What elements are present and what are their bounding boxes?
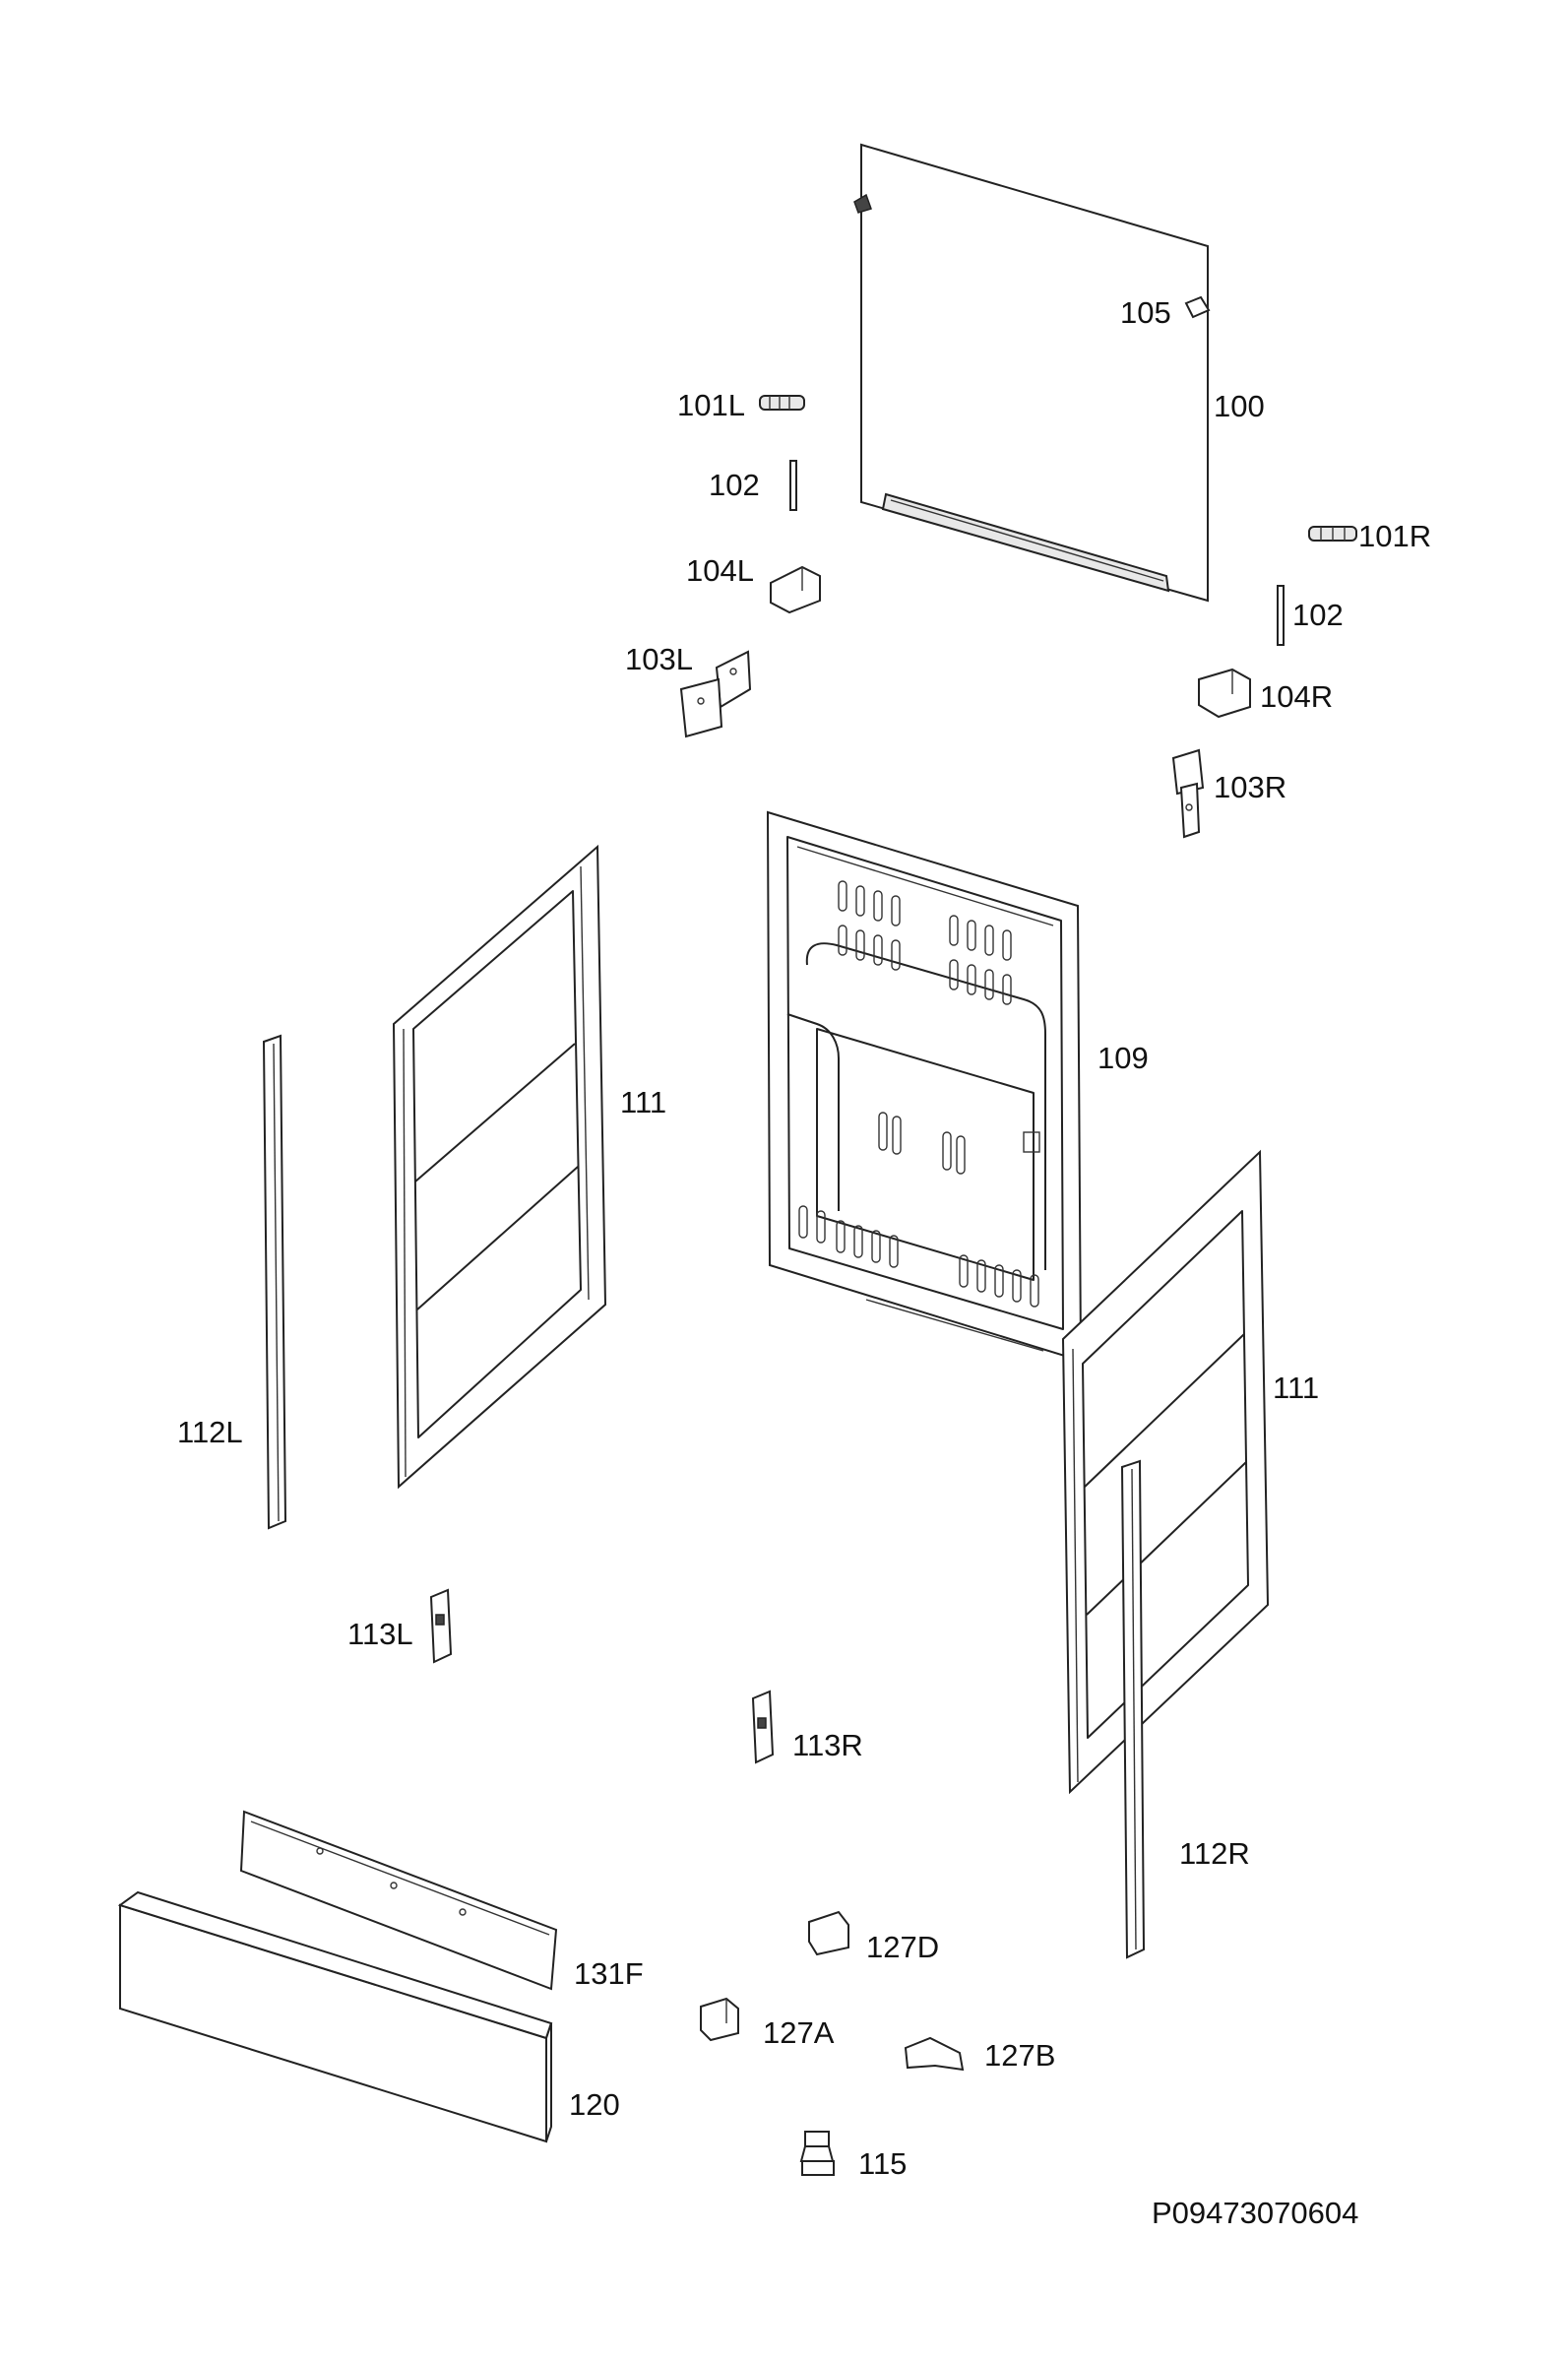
label-120: 120 bbox=[569, 2087, 620, 2122]
part-127A-block bbox=[700, 1997, 739, 2042]
part-103L-hinge-plate bbox=[679, 650, 752, 738]
part-120-plinth bbox=[117, 1890, 553, 2143]
label-131F: 131F bbox=[574, 1956, 644, 1991]
label-109: 109 bbox=[1098, 1041, 1149, 1075]
label-127D: 127D bbox=[866, 1930, 939, 1964]
label-104L: 104L bbox=[686, 553, 754, 588]
label-101R: 101R bbox=[1358, 519, 1431, 553]
label-111-left: 111 bbox=[620, 1085, 666, 1119]
part-102-rod-right bbox=[1277, 585, 1285, 646]
label-103L: 103L bbox=[625, 642, 693, 676]
drawing-code: P09473070604 bbox=[1152, 2196, 1358, 2230]
part-113R-latch bbox=[751, 1690, 775, 1764]
label-100: 100 bbox=[1214, 389, 1265, 423]
label-113L: 113L bbox=[347, 1617, 413, 1651]
label-112R: 112R bbox=[1179, 1836, 1250, 1871]
label-103R: 103R bbox=[1214, 770, 1286, 804]
label-113R: 113R bbox=[792, 1728, 863, 1762]
part-111-right-side-panel bbox=[1061, 1149, 1270, 1795]
part-111-left-side-panel bbox=[392, 844, 607, 1490]
label-104R: 104R bbox=[1260, 679, 1333, 714]
part-104R-block bbox=[1198, 668, 1251, 719]
part-101L-pin bbox=[759, 395, 805, 411]
label-127B: 127B bbox=[984, 2038, 1055, 2073]
part-100-top-panel bbox=[853, 143, 1209, 603]
label-101L: 101L bbox=[677, 388, 745, 422]
label-115: 115 bbox=[858, 2146, 907, 2181]
part-115-foot bbox=[799, 2131, 835, 2176]
part-113L-latch bbox=[429, 1588, 453, 1664]
part-127B-angle bbox=[904, 2036, 965, 2072]
part-131F-rail bbox=[239, 1810, 558, 1991]
part-112L-strip bbox=[262, 1034, 287, 1530]
part-103R-hinge-plate bbox=[1171, 748, 1205, 839]
label-112L: 112L bbox=[177, 1415, 243, 1449]
part-102-rod-left bbox=[789, 460, 797, 511]
part-112R-strip bbox=[1120, 1459, 1146, 1959]
label-105: 105 bbox=[1120, 295, 1171, 330]
part-104L-block bbox=[770, 565, 821, 614]
label-127A: 127A bbox=[763, 2015, 835, 2050]
label-102-left: 102 bbox=[709, 468, 760, 502]
part-105-clip bbox=[1184, 295, 1211, 319]
part-101R-pin bbox=[1308, 526, 1357, 542]
label-102-right: 102 bbox=[1292, 598, 1344, 632]
part-109-back-panel bbox=[766, 810, 1083, 1363]
label-111-right: 111 bbox=[1273, 1371, 1319, 1405]
part-127D-bracket bbox=[808, 1910, 849, 1956]
